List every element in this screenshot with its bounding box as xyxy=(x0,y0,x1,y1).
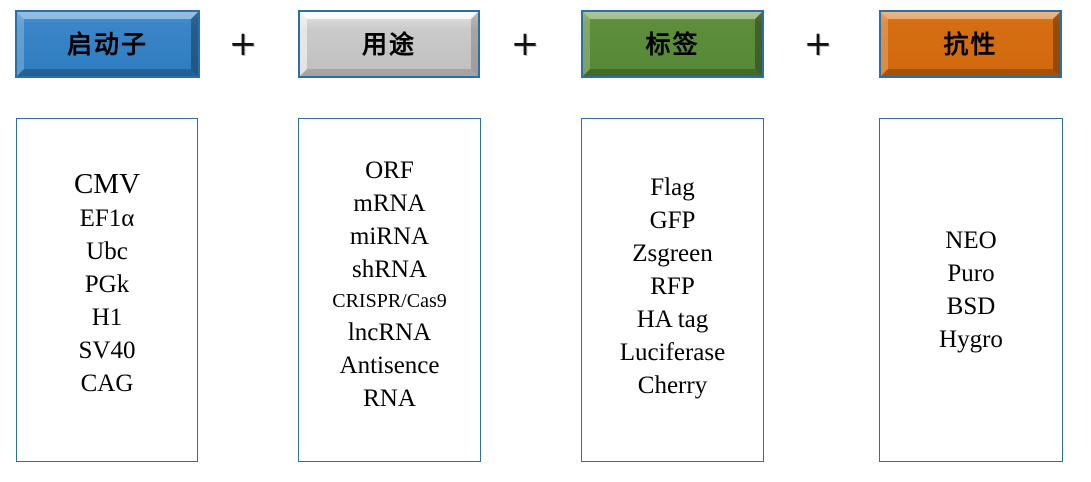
option-item[interactable]: EF1α xyxy=(79,205,135,232)
category-header-row: 启动子 + 用途 + 标签 + 抗性 xyxy=(0,0,1091,96)
category-button-tag-label: 标签 xyxy=(645,29,700,59)
plus-separator-2: + xyxy=(510,24,540,64)
option-item[interactable]: CAG xyxy=(80,370,134,397)
option-item[interactable]: SV40 xyxy=(78,337,136,364)
option-item[interactable]: H1 xyxy=(91,304,123,331)
option-item[interactable]: Luciferase xyxy=(619,338,726,366)
option-item[interactable]: NEO xyxy=(945,227,997,254)
category-button-promoter[interactable]: 启动子 xyxy=(15,10,200,78)
option-item[interactable]: CMV xyxy=(73,168,141,200)
option-item[interactable]: Flag xyxy=(650,173,695,201)
category-button-resistance[interactable]: 抗性 xyxy=(879,10,1062,78)
plus-separator-1: + xyxy=(228,24,258,64)
option-item[interactable]: HA tag xyxy=(636,305,709,333)
option-item[interactable]: Hygro xyxy=(939,326,1003,353)
option-item[interactable]: mRNA xyxy=(353,189,426,217)
option-list-usage: ORF mRNA miRNA shRNA CRISPR/Cas9 lncRNA Antise… xyxy=(301,154,478,415)
category-button-usage-label: 用途 xyxy=(361,29,416,59)
option-item[interactable]: BSD xyxy=(946,293,996,320)
category-button-resistance-label: 抗性 xyxy=(943,29,998,59)
option-item[interactable]: Zsgreen xyxy=(632,239,713,267)
option-item[interactable]: shRNA xyxy=(351,255,427,283)
option-item[interactable]: RFP xyxy=(650,272,695,300)
option-item[interactable]: Puro xyxy=(947,260,995,287)
category-button-promoter-label: 启动子 xyxy=(66,29,148,59)
option-item[interactable]: GFP xyxy=(649,206,696,234)
option-item[interactable]: Antisence xyxy=(339,351,440,379)
option-box-usage: ORF mRNA miRNA shRNA CRISPR/Cas9 lncRNA Antise… xyxy=(298,118,481,462)
category-button-usage[interactable]: 用途 xyxy=(298,10,480,78)
option-item[interactable]: lncRNA xyxy=(347,318,432,346)
option-item[interactable]: PGk xyxy=(84,271,130,298)
option-item[interactable]: Cherry xyxy=(637,371,708,399)
option-item[interactable]: CRISPR/Cas9 xyxy=(332,289,447,312)
option-item[interactable]: ORF xyxy=(365,156,414,184)
option-item[interactable]: RNA xyxy=(363,384,416,412)
option-item[interactable]: Ubc xyxy=(86,238,128,265)
option-item[interactable]: miRNA xyxy=(349,222,430,250)
category-button-tag[interactable]: 标签 xyxy=(581,10,764,78)
plus-separator-3: + xyxy=(803,24,833,64)
